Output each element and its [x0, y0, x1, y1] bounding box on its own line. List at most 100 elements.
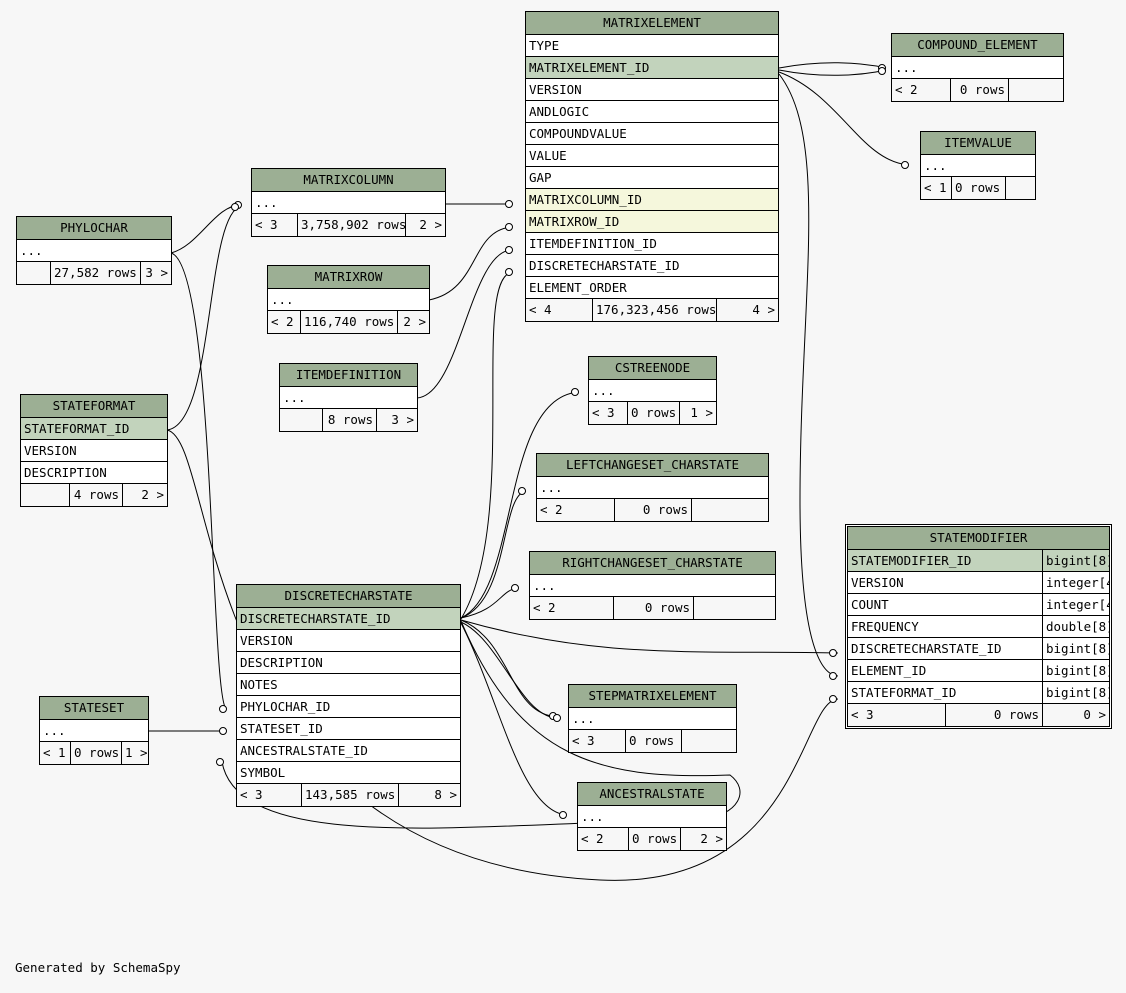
table-ancestralstate[interactable]: ANCESTRALSTATE ... < 2 0 rows 2 > [577, 782, 727, 851]
table-stateset[interactable]: STATESET ... < 1 0 rows 1 > [39, 696, 149, 765]
children-count[interactable]: 8 > [398, 784, 460, 806]
table-header[interactable]: MATRIXROW [268, 266, 429, 289]
children-count[interactable]: 3 > [140, 262, 171, 284]
table-matrixelement[interactable]: MATRIXELEMENT TYPE MATRIXELEMENT_ID VERS… [525, 11, 779, 322]
table-matrixrow[interactable]: MATRIXROW ... < 2 116,740 rows 2 > [267, 265, 430, 334]
column-row-ellipsis: ... [40, 720, 148, 742]
table-header[interactable]: STEPMATRIXELEMENT [569, 685, 736, 708]
column-row: SYMBOL [237, 762, 460, 784]
table-matrixcolumn[interactable]: MATRIXCOLUMN ... < 3 3,758,902 rows 2 > [251, 168, 446, 237]
parents-count[interactable]: < 4 [529, 302, 552, 317]
parents-count[interactable]: < 1 [43, 745, 66, 760]
table-header[interactable]: MATRIXCOLUMN [252, 169, 445, 192]
table-itemvalue[interactable]: ITEMVALUE ... < 1 0 rows [920, 131, 1036, 200]
parents-count[interactable]: < 3 [572, 733, 595, 748]
table-statemodifier[interactable]: STATEMODIFIER STATEMODIFIER_ID bigint[8]… [845, 524, 1112, 729]
column-row-ellipsis: ... [578, 806, 726, 828]
column-row: COUNT integer[4] [848, 594, 1109, 616]
table-discretecharstate[interactable]: DISCRETECHARSTATE DISCRETECHARSTATE_ID V… [236, 584, 461, 807]
column-row: VERSION [21, 440, 167, 462]
column-row: PHYLOCHAR_ID [237, 696, 460, 718]
children-count[interactable]: 3 > [376, 409, 417, 431]
table-header[interactable]: CSTREENODE [589, 357, 716, 380]
table-itemdefinition[interactable]: ITEMDEFINITION ... 8 rows 3 > [279, 363, 418, 432]
column-row-primary-key: DISCRETECHARSTATE_ID [237, 608, 460, 630]
children-count[interactable]: 2 > [405, 214, 445, 236]
table-header[interactable]: ITEMDEFINITION [280, 364, 417, 387]
parents-count[interactable] [17, 262, 50, 284]
table-rightchangeset-charstate[interactable]: RIGHTCHANGESET_CHARSTATE ... < 2 0 rows [529, 551, 776, 620]
parents-count[interactable]: < 2 [533, 600, 556, 615]
parents-count[interactable]: < 2 [895, 82, 918, 97]
table-header[interactable]: DISCRETECHARSTATE [237, 585, 460, 608]
table-header[interactable]: RIGHTCHANGESET_CHARSTATE [530, 552, 775, 575]
children-count[interactable] [681, 730, 736, 752]
children-count[interactable]: 2 > [680, 828, 726, 850]
table-header[interactable]: STATEMODIFIER [848, 527, 1109, 550]
edge-discretecharstate-stepmatrix-2 [460, 621, 557, 719]
column-row: DISCRETECHARSTATE_ID [526, 255, 778, 277]
table-footer: < 3 143,585 rows 8 > [237, 784, 460, 806]
column-row: ELEMENT_ID bigint[8] [848, 660, 1109, 682]
column-row-ellipsis: ... [252, 192, 445, 214]
children-count[interactable]: 0 > [1042, 704, 1109, 726]
parents-count[interactable] [21, 484, 69, 506]
table-header[interactable]: ITEMVALUE [921, 132, 1035, 155]
row-count: 0 rows [950, 79, 1008, 101]
table-leftchangeset-charstate[interactable]: LEFTCHANGESET_CHARSTATE ... < 2 0 rows [536, 453, 769, 522]
column-row-primary-key: MATRIXELEMENT_ID [526, 57, 778, 79]
column-row: COMPOUNDVALUE [526, 123, 778, 145]
row-count: 0 rows [628, 828, 680, 850]
parents-count[interactable]: < 1 [924, 180, 947, 195]
column-row: STATEFORMAT_ID bigint[8] [848, 682, 1109, 704]
table-cstreenode[interactable]: CSTREENODE ... < 3 0 rows 1 > [588, 356, 717, 425]
column-row: TYPE [526, 35, 778, 57]
parents-count[interactable] [280, 409, 322, 431]
table-stateformat[interactable]: STATEFORMAT STATEFORMAT_ID VERSION DESCR… [20, 394, 168, 507]
children-count[interactable]: 1 > [121, 742, 148, 764]
children-count[interactable]: 2 > [397, 311, 429, 333]
column-type: bigint[8] [1042, 660, 1109, 681]
parents-count[interactable]: < 2 [581, 831, 604, 846]
children-count[interactable] [693, 597, 775, 619]
column-type: integer[4] [1042, 594, 1109, 615]
table-header[interactable]: ANCESTRALSTATE [578, 783, 726, 806]
children-count[interactable]: 4 > [716, 299, 778, 321]
parents-count[interactable]: < 3 [255, 217, 278, 232]
edge-matrixelement-itemvalue [778, 71, 909, 166]
parents-count[interactable]: < 3 [851, 707, 874, 722]
column-row-primary-key: STATEFORMAT_ID [21, 418, 167, 440]
column-row-ellipsis: ... [537, 477, 768, 499]
column-row: ANDLOGIC [526, 101, 778, 123]
children-count[interactable] [691, 499, 768, 521]
column-row-ellipsis: ... [530, 575, 775, 597]
table-header[interactable]: STATESET [40, 697, 148, 720]
column-row: ITEMDEFINITION_ID [526, 233, 778, 255]
table-header[interactable]: PHYLOCHAR [17, 217, 171, 240]
table-header[interactable]: STATEFORMAT [21, 395, 167, 418]
children-count[interactable] [1005, 177, 1035, 199]
row-count: 8 rows [322, 409, 376, 431]
children-count[interactable] [1008, 79, 1063, 101]
column-row-primary-key: STATEMODIFIER_ID bigint[8] [848, 550, 1109, 572]
row-count: 143,585 rows [301, 784, 398, 806]
table-header[interactable]: COMPOUND_ELEMENT [892, 34, 1063, 57]
column-name: DISCRETECHARSTATE_ID [851, 641, 1002, 656]
table-stepmatrixelement[interactable]: STEPMATRIXELEMENT ... < 3 0 rows [568, 684, 737, 753]
parents-count[interactable]: < 2 [540, 502, 563, 517]
parents-count[interactable]: < 2 [271, 314, 294, 329]
column-type: bigint[8] [1042, 682, 1109, 703]
children-count[interactable]: 2 > [122, 484, 167, 506]
table-phylochar[interactable]: PHYLOCHAR ... 27,582 rows 3 > [16, 216, 172, 285]
table-header[interactable]: LEFTCHANGESET_CHARSTATE [537, 454, 768, 477]
table-header[interactable]: MATRIXELEMENT [526, 12, 778, 35]
edge-matrixelement-compound-element-2 [778, 69, 887, 76]
children-count[interactable]: 1 > [679, 402, 716, 424]
parents-count[interactable]: < 3 [592, 405, 615, 420]
column-row-foreign-key: MATRIXROW_ID [526, 211, 778, 233]
table-compound-element[interactable]: COMPOUND_ELEMENT ... < 2 0 rows [891, 33, 1064, 102]
parents-count[interactable]: < 3 [240, 787, 263, 802]
row-count: 27,582 rows [50, 262, 140, 284]
column-row: FREQUENCY double[8] [848, 616, 1109, 638]
table-footer: < 2 116,740 rows 2 > [268, 311, 429, 333]
